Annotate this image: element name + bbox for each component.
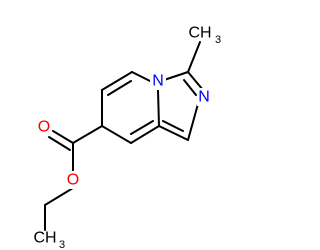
bond-c5-c6-double bbox=[107, 80, 132, 96]
atom-labels: N N CH 3 O O CH 3 bbox=[33, 25, 221, 250]
bond-c8a-c8 bbox=[130, 125, 160, 144]
bond-n-bridge-c3 bbox=[163, 71, 189, 81]
oxygen-carbonyl-atom: O bbox=[36, 118, 52, 136]
bond-c1-c8a-double bbox=[162, 120, 184, 132]
bond-o-ester-ch2 bbox=[44, 187, 74, 206]
nitrogen-bridge-label: N bbox=[152, 73, 164, 90]
nitrogen-imidazole-atom: N bbox=[197, 88, 213, 106]
bond-n-bridge-c8a bbox=[157, 89, 160, 127]
bond-c1-c8a bbox=[158, 125, 189, 141]
ethyl-methyl-subscript: 3 bbox=[59, 239, 65, 250]
bond-c7-carbonyl-carbon bbox=[72, 125, 103, 144]
imidazole-ring-bonds bbox=[158, 41, 204, 141]
methyl-subscript: 3 bbox=[215, 34, 221, 46]
bond-c6-n-bridge bbox=[131, 71, 153, 83]
nitrogen-imidazole-label: N bbox=[198, 89, 210, 106]
molecule-canvas: N N CH 3 O O CH 3 bbox=[33, 24, 222, 250]
bond-n-imidazole-c1 bbox=[187, 103, 199, 141]
bond-carbonyl-c-o bbox=[52, 130, 74, 144]
bond-c8a-c8-double bbox=[130, 120, 154, 135]
bond-c3-methyl bbox=[187, 41, 201, 73]
methyl-group: CH 3 bbox=[188, 25, 221, 47]
pyridine-ring-bonds bbox=[101, 71, 160, 144]
bond-carbonyl-c-o-double bbox=[48, 136, 71, 151]
bond-c8-c7 bbox=[101, 125, 132, 144]
oxygen-ester-atom: O bbox=[65, 171, 81, 189]
oxygen-ester-label: O bbox=[67, 172, 79, 189]
ester-bonds bbox=[44, 125, 103, 231]
oxygen-carbonyl-label: O bbox=[38, 119, 50, 136]
bond-c3-n-imidazole-double bbox=[183, 79, 197, 96]
molecule-structure: N N CH 3 O O CH 3 bbox=[33, 25, 221, 250]
bond-c3-n-imidazole bbox=[187, 71, 204, 91]
bond-c5-c6 bbox=[101, 71, 133, 91]
ethyl-methyl-label: CH bbox=[33, 230, 56, 247]
ethyl-methyl-group: CH 3 bbox=[33, 230, 65, 250]
nitrogen-bridge-atom: N bbox=[150, 72, 166, 90]
methyl-label: CH bbox=[188, 25, 211, 42]
